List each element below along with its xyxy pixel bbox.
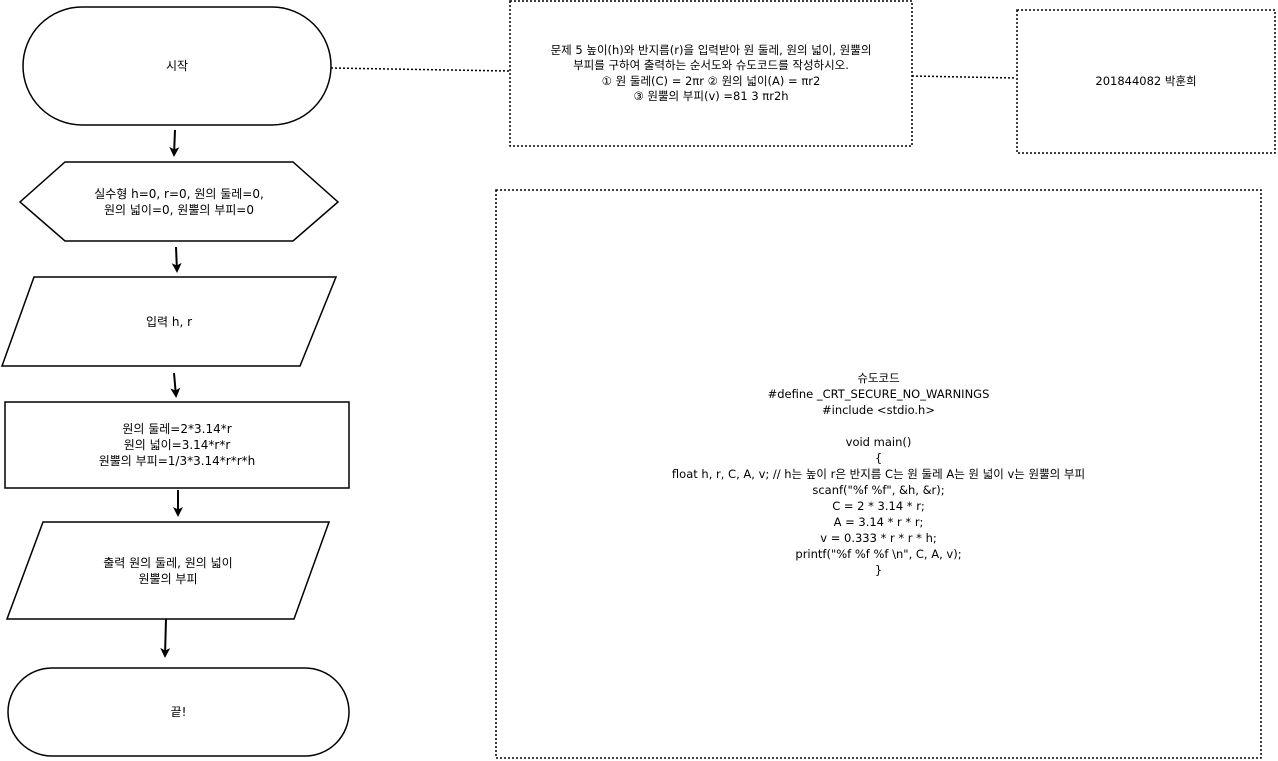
end-terminal[interactable]: [7, 667, 350, 757]
input-label-text: 입력 h, r: [145, 314, 193, 329]
input-label: 입력 h, r: [2, 277, 336, 366]
author-label: 201844082 박훈희: [1095, 73, 1197, 88]
process-line: 원뿔의 부피=1/3*3.14*r*r*h: [98, 454, 256, 468]
problem-line: 부피를 구하여 출력하는 순서도와 슈도코드를 작성하시오.: [573, 58, 849, 72]
output-line: 출력 원의 둘레, 원의 넓이: [103, 555, 233, 570]
code-line: scanf("%f %f", &h, &r);: [812, 483, 945, 497]
start-label-text: 시작: [165, 59, 189, 73]
code-line: float h, r, C, A, v; // h는 높이 r은 반지름 C는 …: [671, 467, 1086, 481]
end-label: 끝!: [8, 668, 349, 756]
author-note-box[interactable]: [1016, 9, 1276, 154]
end-label-text: 끝!: [170, 705, 187, 719]
process-rect[interactable]: [4, 401, 350, 489]
pseudocode-text: 슈도코드 #define _CRT_SECURE_NO_WARNINGS #in…: [496, 190, 1261, 758]
arrow-declare-to-input: [171, 246, 182, 273]
process-line: 원의 둘레=2*3.14*r: [122, 422, 232, 436]
problem-line: 문제 5 높이(h)와 반지름(r)을 입력받아 원 둘레, 원의 넓이, 원뿔…: [550, 42, 872, 57]
problem-to-author-connector: [911, 75, 1017, 79]
process-label: 원의 둘레=2*3.14*r 원의 넓이=3.14*r*r 원뿔의 부피=1/3…: [5, 402, 349, 488]
code-line: 슈도코드: [857, 371, 900, 385]
problem-line: ① 원 둘레(C) = 2πr ② 원의 넓이(A) = πr2: [601, 73, 821, 88]
code-line: void main(): [845, 435, 912, 449]
code-line: #include <stdio.h>: [821, 403, 935, 417]
code-line: printf("%f %f %f \n", C, A, v);: [795, 547, 962, 561]
code-line: C = 2 * 3.14 * r;: [832, 499, 925, 513]
code-line: #define _CRT_SECURE_NO_WARNINGS: [767, 387, 990, 401]
start-terminal[interactable]: [22, 6, 332, 126]
pseudocode-box[interactable]: [495, 189, 1262, 759]
start-label: 시작: [23, 7, 331, 125]
arrow-input-to-process: [170, 372, 181, 398]
arrow-start-to-declare: [169, 129, 180, 157]
author-note-text: 201844082 박훈희: [1017, 10, 1275, 153]
start-to-problem-connector: [330, 67, 510, 72]
problem-note-box[interactable]: [509, 0, 913, 147]
input-parallelogram[interactable]: [0, 276, 338, 367]
problem-line: ③ 원뿔의 부피(v) =81 3 πr2h: [633, 89, 789, 103]
code-line: A = 3.14 * r * r;: [833, 515, 924, 529]
problem-note-text: 문제 5 높이(h)와 반지름(r)을 입력받아 원 둘레, 원의 넓이, 원뿔…: [510, 1, 912, 146]
declare-label: 실수형 h=0, r=0, 원의 둘레=0, 원의 넓이=0, 원뿔의 부피=0: [20, 162, 338, 241]
output-label: 출력 원의 둘레, 원의 넓이 원뿔의 부피: [7, 522, 329, 619]
process-line: 원의 넓이=3.14*r*r: [123, 438, 231, 452]
declare-line: 실수형 h=0, r=0, 원의 둘레=0,: [94, 186, 264, 201]
code-line: }: [874, 563, 883, 577]
declare-hexagon[interactable]: [18, 161, 340, 242]
arrow-output-to-end: [160, 618, 171, 658]
code-line: {: [874, 451, 883, 465]
code-line: v = 0.333 * r * r * h;: [820, 531, 937, 545]
declare-line: 원의 넓이=0, 원뿔의 부피=0: [104, 202, 254, 217]
output-parallelogram[interactable]: [5, 521, 331, 620]
output-line: 원뿔의 부피: [138, 571, 198, 586]
